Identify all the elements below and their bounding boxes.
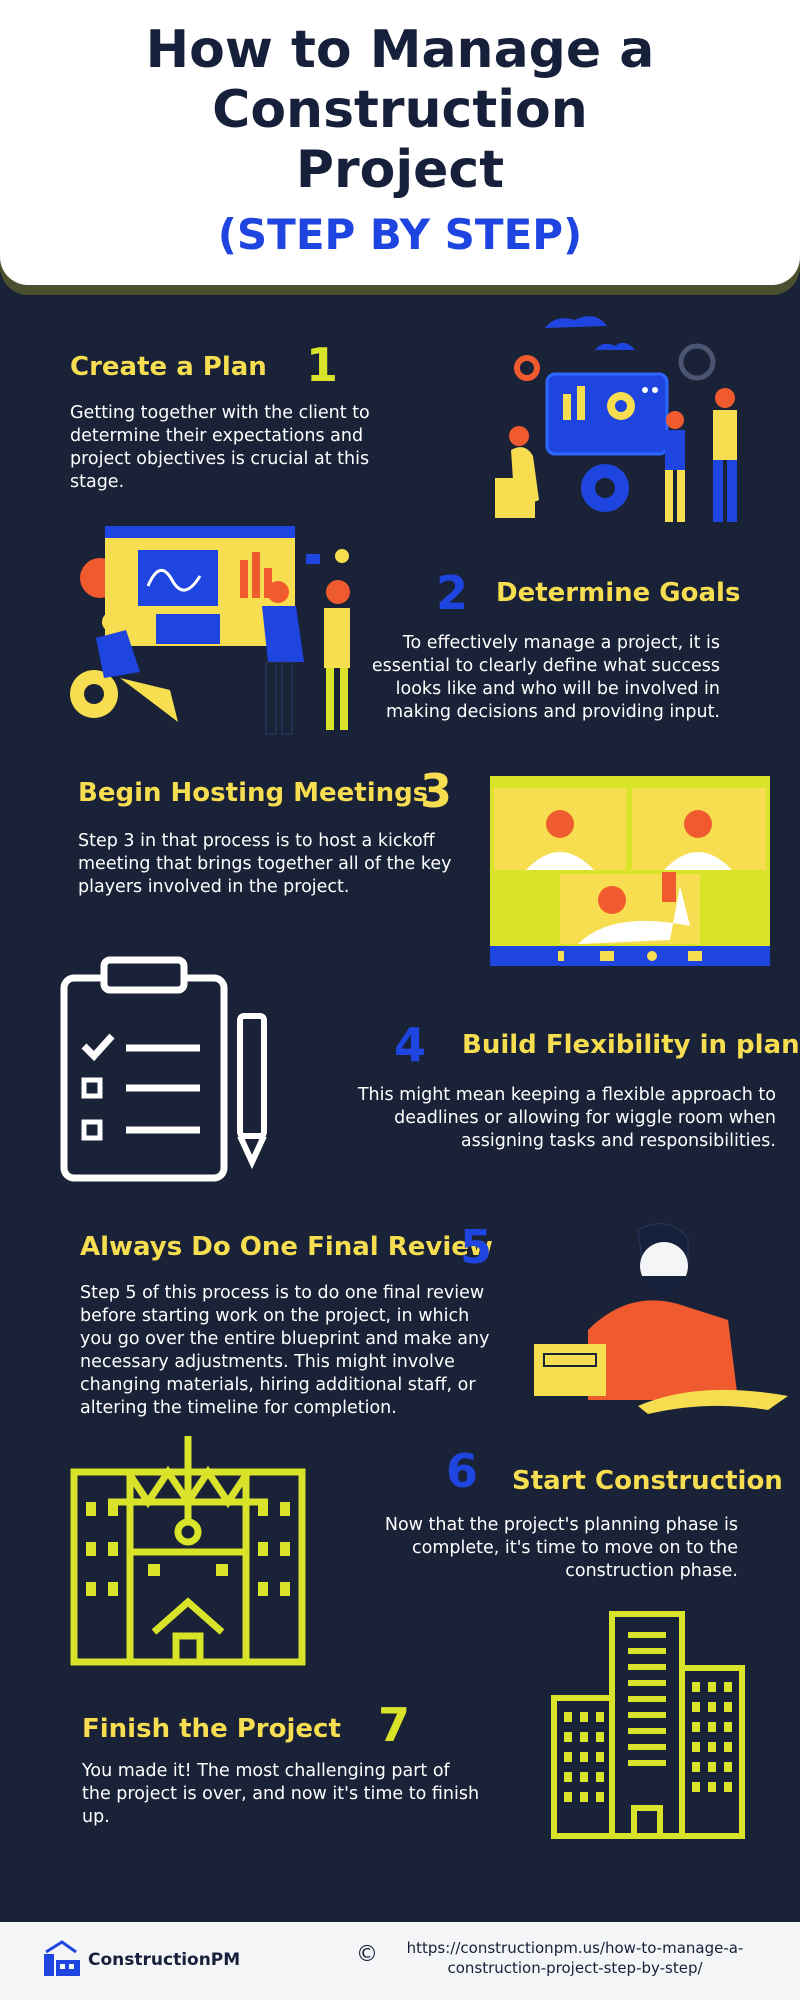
step-7-number: 7 <box>378 1698 411 1752</box>
video-meeting-illustration <box>490 776 770 966</box>
step-2-number: 2 <box>436 566 469 620</box>
step-4-number: 4 <box>394 1018 427 1072</box>
step-4-text: This might mean keeping a flexible appro… <box>357 1085 776 1151</box>
step-6-number: 6 <box>446 1444 479 1498</box>
step-6-title: Start Construction <box>512 1466 783 1496</box>
source-url-line-2[interactable]: construction-project-step-by-step/ <box>447 1959 703 1977</box>
step-1-title: Create a Plan <box>70 352 267 382</box>
step-6-text: Now that the project's planning phase is… <box>384 1515 738 1581</box>
brand-logo-icon <box>44 1940 80 1976</box>
step-3-text: Step 3 in that process is to host a kick… <box>78 831 452 897</box>
step-2-text: To effectively manage a project, it is e… <box>371 633 720 722</box>
construction-building-icon <box>70 1436 306 1666</box>
header: How to Manage a Construction Project (ST… <box>0 0 800 285</box>
step-7-title: Finish the Project <box>82 1714 341 1744</box>
step-7-text: You made it! The most challenging part o… <box>82 1761 480 1827</box>
step-2-title: Determine Goals <box>496 578 741 608</box>
footer: ConstructionPM © https://constructionpm.… <box>0 1922 800 2000</box>
step-3-title: Begin Hosting Meetings <box>78 778 429 808</box>
step-5-number: 5 <box>460 1220 493 1274</box>
team-planning-illustration <box>495 316 737 522</box>
step-5-text: Step 5 of this process is to do one fina… <box>80 1283 490 1418</box>
step-3-number: 3 <box>420 764 453 818</box>
brand-name: ConstructionPM <box>88 1950 241 1970</box>
copyright-symbol: © <box>356 1942 378 1967</box>
reviewer-illustration <box>534 1223 788 1414</box>
source-url[interactable]: https://constructionpm.us/how-to-manage-… <box>380 1938 770 1978</box>
page-subtitle: (STEP BY STEP) <box>217 210 583 259</box>
step-4-title: Build Flexibility in plans <box>462 1030 800 1060</box>
title-line-3: Project <box>295 140 505 200</box>
step-5-title: Always Do One Final Review <box>80 1232 493 1262</box>
office-buildings-icon <box>551 1611 745 1839</box>
source-url-line-1[interactable]: https://constructionpm.us/how-to-manage-… <box>406 1939 744 1957</box>
presentation-illustration <box>70 526 350 735</box>
page-title: How to Manage a Construction Project <box>0 0 800 200</box>
step-1-text: Getting together with the client to dete… <box>70 403 370 492</box>
step-1-number: 1 <box>306 338 339 392</box>
clipboard-checklist-icon <box>60 956 267 1182</box>
title-line-1: How to Manage a <box>145 20 655 80</box>
title-line-2: Construction <box>212 80 588 140</box>
